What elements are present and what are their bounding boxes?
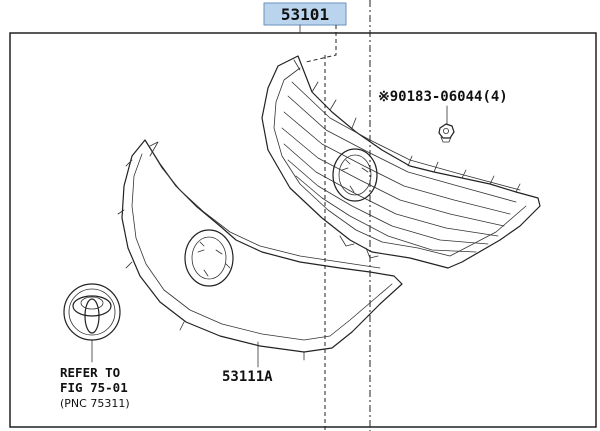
bolt-part-number[interactable]: ※90183-06044(4) [378,89,508,105]
lower-grille-part-number[interactable]: 53111A [222,369,273,385]
assembly-part-number[interactable]: 53101 [281,5,329,24]
bolt-clip-icon[interactable] [438,123,455,143]
lower-grille[interactable] [117,139,403,361]
emblem-ref-line2[interactable]: FIG 75-01 [60,380,128,395]
diagram-frame [9,32,597,428]
toyota-emblem-icon[interactable] [63,283,121,341]
emblem-ref-line1[interactable]: REFER TO [60,365,120,380]
upper-grille-assembly[interactable] [261,55,541,269]
emblem-ref-line3: (PNC 75311) [60,397,130,410]
assembly-dashed-leader [305,25,337,63]
assembly-part-highlight[interactable] [263,2,347,26]
